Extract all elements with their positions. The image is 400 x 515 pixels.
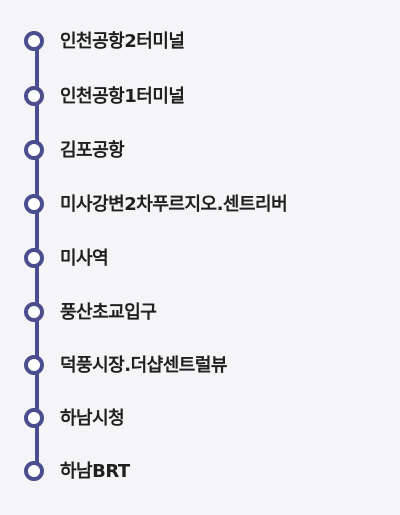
stop-name: 인천공항1터미널: [60, 86, 185, 107]
stop-circle-icon: [24, 461, 44, 481]
stop-item[interactable]: 미사강변2차푸르지오.센트리버: [0, 191, 400, 221]
stop-name: 풍산초교입구: [60, 302, 157, 323]
stop-item[interactable]: 인천공항2터미널: [0, 28, 400, 58]
stop-name: 미사강변2차푸르지오.센트리버: [60, 194, 288, 215]
stop-item[interactable]: 김포공항: [0, 137, 400, 167]
stop-item[interactable]: 미사역: [0, 245, 400, 275]
stop-name: 미사역: [60, 248, 109, 269]
stop-item[interactable]: 인천공항1터미널: [0, 83, 400, 113]
stop-circle-icon: [24, 355, 44, 375]
stop-item[interactable]: 하남BRT: [0, 458, 400, 488]
stop-circle-icon: [24, 302, 44, 322]
stop-circle-icon: [24, 248, 44, 268]
stop-name: 하남BRT: [60, 461, 130, 482]
stop-name: 하남시청: [60, 408, 125, 429]
stop-circle-icon: [24, 194, 44, 214]
stop-item[interactable]: 풍산초교입구: [0, 299, 400, 329]
stop-name: 김포공항: [60, 140, 125, 161]
stop-circle-icon: [24, 140, 44, 160]
stop-circle-icon: [24, 31, 44, 51]
stop-item[interactable]: 덕풍시장.더샵센트럴뷰: [0, 352, 400, 382]
stop-item[interactable]: 하남시청: [0, 405, 400, 435]
stop-circle-icon: [24, 86, 44, 106]
stop-name: 인천공항2터미널: [60, 31, 185, 52]
stop-circle-icon: [24, 408, 44, 428]
stop-name: 덕풍시장.더샵센트럴뷰: [60, 355, 227, 376]
